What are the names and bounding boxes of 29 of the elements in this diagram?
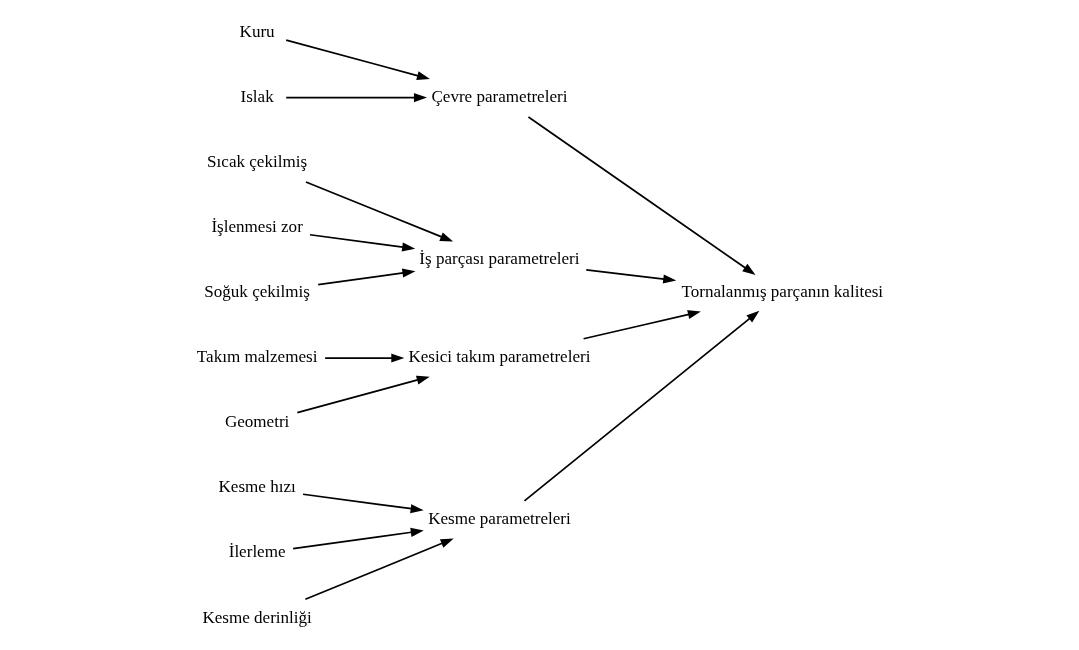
node-text: Kesme parametreleri [427, 508, 571, 528]
arrow [308, 233, 415, 252]
node-text: Soğuk çekilmiş [203, 281, 310, 301]
arrow [291, 527, 424, 549]
node-text: Kesme derinliği [201, 607, 312, 627]
arrow [523, 310, 759, 502]
arrow [316, 268, 415, 286]
node-text: Kuru [239, 21, 275, 41]
node-text: Islak [240, 86, 274, 106]
arrow [582, 309, 701, 340]
arrow [284, 38, 430, 80]
node-text: Kesici takım parametreleri [407, 346, 590, 366]
arrow [323, 353, 404, 363]
node-text: İşlenmesi zor [210, 216, 303, 236]
arrow [304, 538, 454, 600]
arrow [584, 268, 676, 284]
node-text: Sıcak çekilmiş [206, 151, 307, 171]
node-text: Tornalanmış parçanın kalitesi [681, 281, 883, 301]
arrow [527, 115, 756, 275]
node-text: Çevre parametreleri [430, 86, 567, 106]
node-text: Geometri [224, 411, 289, 431]
arrow [295, 375, 430, 413]
node-text: İş parçası parametreleri [418, 248, 579, 268]
node-text: Kesme hızı [218, 476, 296, 496]
node-text: İlerleme [228, 541, 286, 561]
arrow [301, 492, 424, 513]
arrow [304, 180, 453, 242]
arrow [284, 92, 427, 102]
node-text: Takım malzemesi [196, 346, 317, 366]
